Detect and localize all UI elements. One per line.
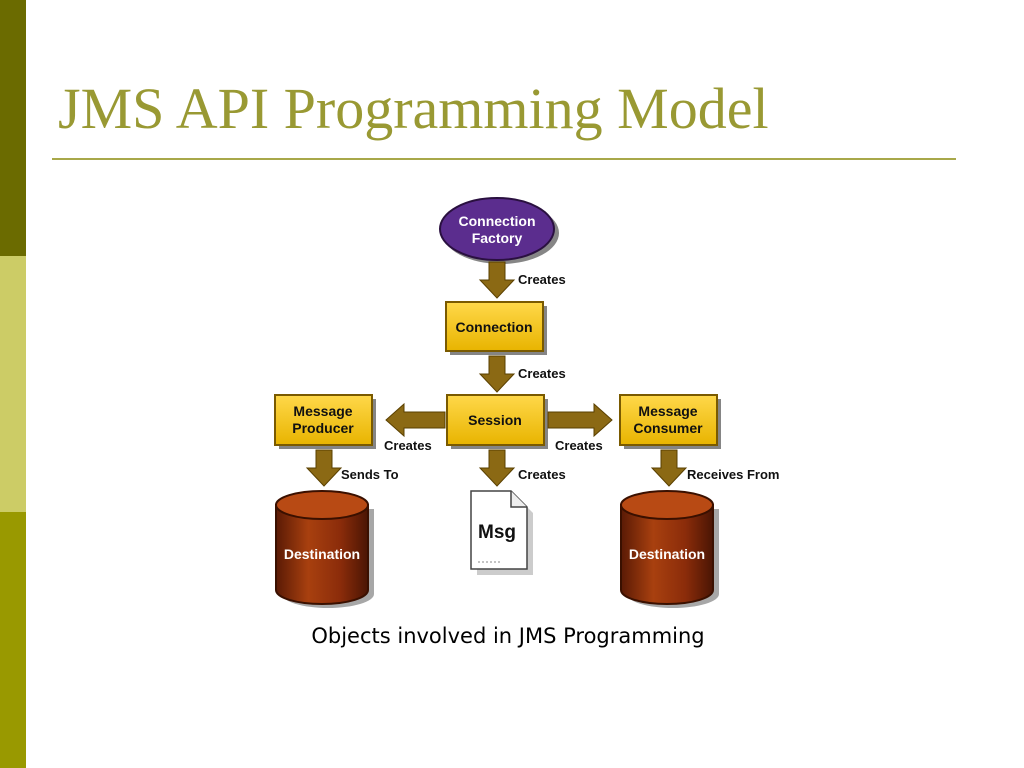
side-bar-bottom	[0, 512, 26, 768]
arrow-connection-to-session	[478, 355, 516, 393]
arrow-session-to-producer	[385, 402, 446, 438]
session-label: Session	[468, 412, 522, 428]
creates-label-producer: Creates	[384, 438, 432, 453]
destination-right-node: Destination	[620, 490, 719, 608]
arrow-producer-to-destination	[305, 449, 343, 487]
arrow-session-to-consumer	[547, 402, 613, 438]
side-bar-top	[0, 0, 26, 256]
sends-to-label: Sends To	[341, 467, 399, 482]
connection-label: Connection	[456, 319, 533, 335]
title-underline	[52, 158, 956, 160]
connection-factory-label-line2: Factory	[472, 230, 523, 246]
creates-label-msg: Creates	[518, 467, 566, 482]
caption-text: Objects involved in JMS Programming	[311, 624, 705, 648]
slide-title: JMS API Programming Model	[58, 76, 769, 141]
connection-factory-node: Connection Factory	[439, 197, 559, 264]
creates-label-consumer: Creates	[555, 438, 603, 453]
destination-right-label: Destination	[629, 546, 705, 562]
receives-from-label: Receives From	[687, 467, 780, 482]
side-bar-middle	[0, 256, 26, 512]
arrow-factory-to-connection	[478, 261, 516, 299]
msg-document-node: Msg	[470, 490, 533, 575]
creates-label-session: Creates	[518, 366, 566, 381]
message-consumer-label-line1: Message	[638, 403, 697, 419]
message-producer-label-line1: Message	[293, 403, 352, 419]
message-consumer-node: Message Consumer	[619, 394, 721, 449]
msg-label: Msg	[478, 522, 516, 543]
message-producer-label-line2: Producer	[292, 420, 354, 436]
message-consumer-label-line2: Consumer	[633, 420, 703, 436]
arrow-destination-to-consumer	[650, 449, 688, 487]
destination-left-label: Destination	[284, 546, 360, 562]
arrow-session-to-msg	[478, 449, 516, 487]
creates-label-connection: Creates	[518, 272, 566, 287]
destination-left-node: Destination	[275, 490, 374, 608]
connection-node: Connection	[445, 301, 547, 355]
slide-caption: Objects involved in JMS Programming	[0, 624, 1024, 648]
message-producer-node: Message Producer	[274, 394, 376, 449]
connection-factory-label-line1: Connection	[459, 213, 536, 229]
session-node: Session	[446, 394, 548, 449]
